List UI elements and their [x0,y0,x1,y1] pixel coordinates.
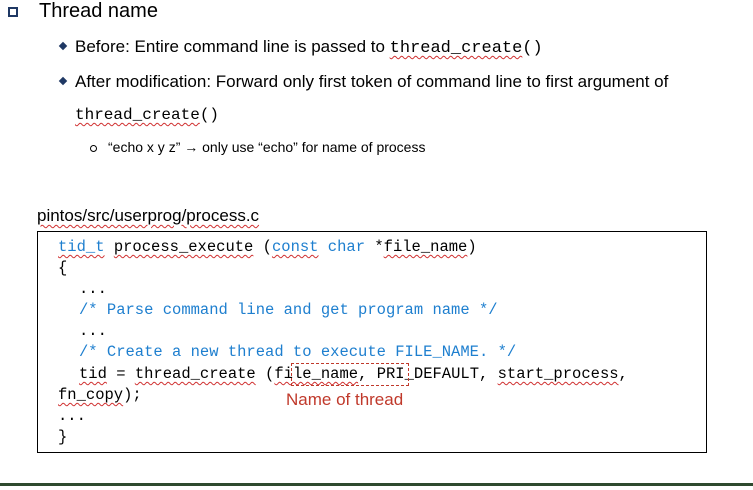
code-fn-copy: fn_copy [58,386,124,404]
code-eq: = [106,365,135,383]
bullet-before-parens: () [522,39,543,58]
code-start-process: start_process [497,365,619,383]
highlight-box [291,363,409,386]
code-comment-parse: /* Parse command line and get program na… [79,301,498,319]
code-line-2: { [58,259,68,277]
bullet-before-fn: thread_create [389,39,523,58]
bullet-after-fn: thread_create [75,106,200,124]
bullet-after-parens: () [199,106,220,124]
code-thread-create: thread_create [134,365,256,383]
code-const: const [271,238,319,256]
annotation-label: Name of thread [286,390,404,409]
code-line-8: fn_copy); [58,385,142,406]
code-line-9: ... [58,407,86,425]
code-paren: ( [265,365,275,383]
code-line-5: ... [79,322,107,340]
code-line-3: ... [79,280,107,298]
code-fn-name: process_execute [113,238,254,256]
diamond-bullet-icon [58,41,68,51]
bullet-after-text: After modification: Forward only first t… [75,72,669,91]
code-line-10: } [58,428,68,446]
bullet-before: Before: Entire command line is passed to… [75,37,543,58]
code-arg-file-name: file_name [274,365,359,383]
code-block [37,231,707,453]
code-param: file_name [383,238,468,256]
code-comment-create: /* Create a new thread to execute FILE_N… [79,343,517,361]
code-close: ); [123,386,142,404]
sub-bullet-example: “echo x y z” → only use “echo” for name … [108,139,426,155]
code-paren: ) [467,238,477,256]
bottom-rule [0,483,753,486]
code-paren: ( [253,238,272,256]
code-comma: , [618,365,628,383]
diamond-bullet-icon [58,76,68,86]
bullet-before-text: Before: Entire command line is passed to [75,37,390,56]
code-line-7: tid = thread_create (file_name, PRI_DEFA… [79,364,628,385]
code-type: tid_t [58,238,105,256]
section-heading: Thread name [39,0,158,22]
code-line-1: tid_t process_execute (const char *file_… [58,237,477,258]
code-tid: tid [79,365,107,383]
square-bullet-icon [8,7,18,17]
bullet-after-fn-line: thread_create() [75,106,219,124]
code-star: * [374,238,384,256]
code-args: PRI_DEFAULT, [367,365,498,383]
circle-bullet-icon [90,145,97,152]
code-comma: , [358,365,368,383]
file-path: pintos/src/userprog/process.c [37,206,260,225]
code-char: char [327,238,366,256]
